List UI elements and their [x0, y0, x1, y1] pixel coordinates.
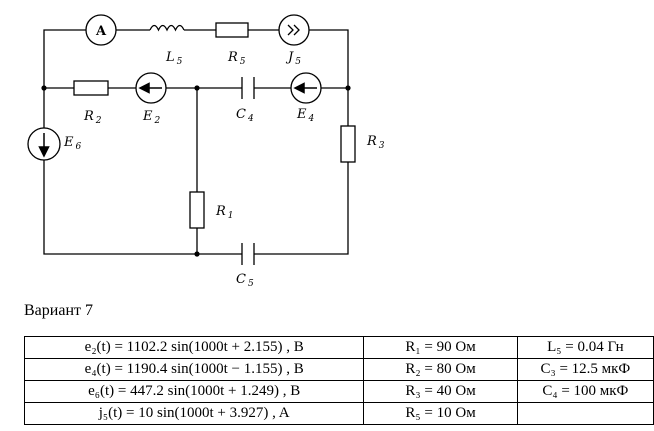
- table-cell: e₆(t) = 447.2 sin(1000t + 1.249) , B: [23, 380, 365, 403]
- voltage-source-e2: [135, 72, 167, 104]
- table-cell: R₁ = 90 Ом: [363, 336, 518, 359]
- table-cell: [516, 402, 654, 425]
- table-cell: j₅(t) = 10 sin(1000t + 3.927) , A: [23, 402, 365, 425]
- table-cell: R₅ = 10 Ом: [363, 402, 518, 425]
- node-left: [41, 85, 47, 91]
- node-right: [345, 85, 351, 91]
- table-cell: e₄(t) = 1190.4 sin(1000t − 1.155) , B: [23, 358, 365, 381]
- table-cell: L₅ = 0.04 Гн: [516, 336, 654, 359]
- e2-arrow-head: [138, 82, 150, 94]
- table-cell: R₃ = 40 Ом: [363, 380, 518, 403]
- current-source-j5-arrows: [287, 24, 300, 36]
- resistor-r1: [189, 191, 205, 229]
- e4-arrow-head: [293, 82, 305, 94]
- ammeter-circle: [85, 14, 117, 46]
- table-cell: C₄ = 100 мкФ: [516, 380, 654, 403]
- table-cell: R₂ = 80 Ом: [363, 358, 518, 381]
- resistor-r3: [340, 125, 356, 163]
- table-cell: C₃ = 12.5 мкФ: [516, 358, 654, 381]
- table-cell: e₂(t) = 1102.2 sin(1000t + 2.155) , B: [23, 336, 365, 359]
- node-center-top: [194, 85, 200, 91]
- inductor-l5: [149, 24, 185, 32]
- voltage-source-e6: [27, 127, 61, 161]
- current-source-j5: [278, 14, 310, 46]
- node-center-bottom: [194, 251, 200, 257]
- voltage-source-e4: [290, 72, 322, 104]
- resistor-r2: [73, 80, 109, 96]
- resistor-r5: [215, 22, 249, 38]
- ammeter-label: A: [95, 24, 107, 39]
- e6-arrow-head: [38, 146, 50, 158]
- wire-left: [43, 88, 349, 255]
- variant-title: Вариант 7: [24, 302, 93, 319]
- capacitor-c5: [241, 243, 255, 265]
- wire-top: [43, 29, 349, 88]
- capacitor-c4: [241, 77, 255, 99]
